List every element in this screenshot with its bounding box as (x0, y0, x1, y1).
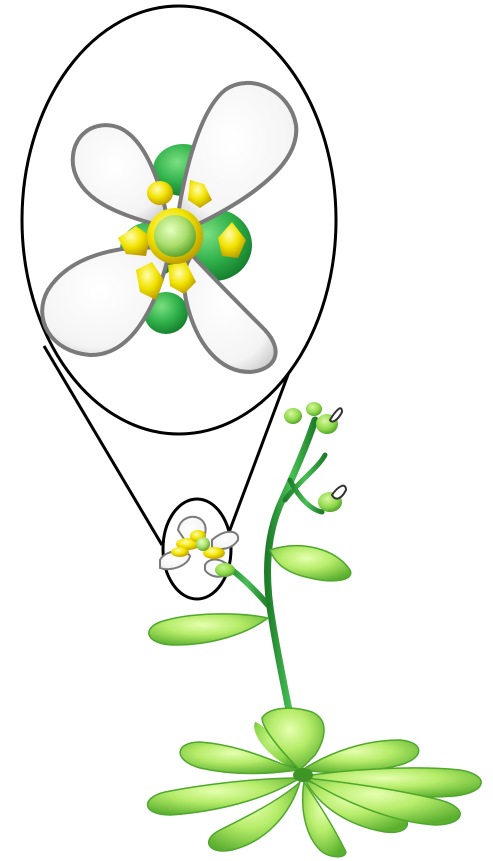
pistil-icon (147, 208, 203, 264)
rosette-leaves-icon (148, 708, 482, 857)
